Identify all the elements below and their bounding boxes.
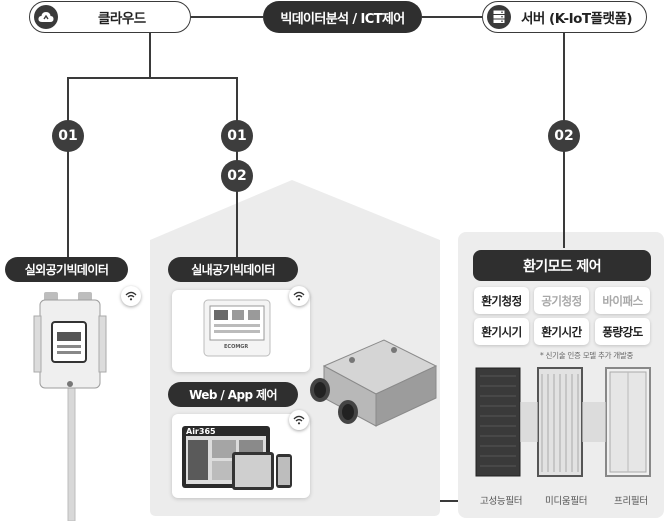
- server-label: 서버 (K-IoT플랫폼): [521, 11, 633, 27]
- filter-images: [475, 367, 651, 477]
- center-pill[interactable]: 빅데이터분석 / ICT제어: [263, 1, 422, 33]
- filter-label-2: 미디움필터: [545, 496, 588, 507]
- marker-server: 02: [548, 120, 580, 152]
- cloud-label: 클라우드: [98, 11, 146, 27]
- ventilation-unit: [310, 339, 438, 427]
- development-note: * 신기술 인증 모델 추가 개발중: [540, 351, 634, 360]
- wifi-icon: [289, 410, 309, 430]
- mode-button-1[interactable]: 환기청정: [474, 287, 529, 314]
- app-card: Air365: [172, 414, 310, 498]
- outdoor-title: 실외공기빅데이터: [5, 257, 128, 282]
- center-label: 빅데이터분석 / ICT제어: [280, 11, 405, 27]
- marker-indoor-1: 01: [221, 120, 253, 152]
- wifi-icon: [289, 286, 309, 306]
- mode-button-2[interactable]: 공기청정: [534, 287, 589, 314]
- indoor-controller-card: ECOMGR: [172, 290, 310, 372]
- line-horizontal-split: [67, 77, 237, 79]
- line-outdoor-vertical: [67, 77, 69, 257]
- controller-brand: ECOMGR: [224, 344, 249, 350]
- server-pill[interactable]: 서버 (K-IoT플랫폼): [482, 1, 647, 33]
- cloud-icon: [34, 5, 58, 29]
- control-title: 환기모드 제어: [473, 250, 651, 281]
- indoor-title: 실내공기빅데이터: [168, 257, 298, 282]
- wifi-icon: [121, 286, 141, 306]
- app-brand: Air365: [186, 427, 216, 436]
- line-cloud-down: [149, 33, 151, 78]
- line-top-left: [191, 16, 263, 18]
- filter-label-1: 고성능필터: [480, 496, 523, 507]
- outdoor-sensor-device: [33, 292, 107, 521]
- server-icon: [487, 5, 511, 29]
- mode-button-6[interactable]: 풍량강도: [595, 318, 650, 345]
- mode-button-3[interactable]: 바이패스: [595, 287, 650, 314]
- app-title: Web / App 제어: [168, 382, 298, 407]
- cloud-pill[interactable]: 클라우드: [29, 1, 191, 33]
- marker-indoor-2: 02: [221, 160, 253, 192]
- mode-button-5[interactable]: 환기시간: [534, 318, 589, 345]
- marker-outdoor: 01: [52, 120, 84, 152]
- mode-button-4[interactable]: 환기시기: [474, 318, 529, 345]
- line-bottom-connector: [440, 500, 458, 502]
- line-top-right: [422, 16, 482, 18]
- filter-label-3: 프리필터: [614, 496, 648, 507]
